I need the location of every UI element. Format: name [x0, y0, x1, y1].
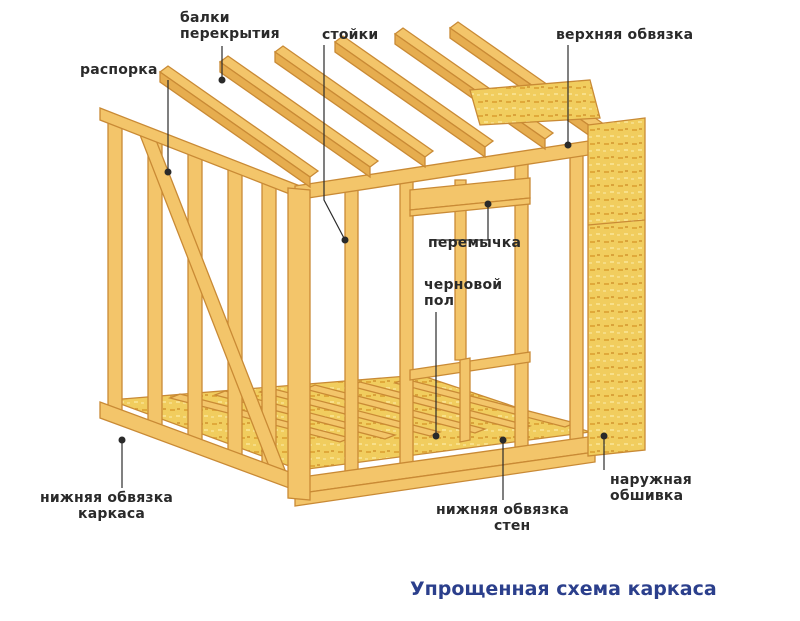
label-wall-sill: нижняя обвязка стен	[436, 502, 569, 534]
cripple-stud	[459, 357, 471, 443]
label-header: перемычка	[428, 235, 522, 251]
front-wall-stud	[399, 171, 414, 472]
label-line: балки	[180, 10, 230, 26]
leader-dot	[499, 436, 507, 444]
corner-post	[287, 187, 311, 501]
label-line: черновой	[424, 277, 503, 293]
label-line: пол	[424, 293, 455, 309]
label-sheathing: наружная обшивка	[610, 472, 692, 504]
leader-dot	[432, 432, 440, 440]
label-line: каркаса	[78, 506, 146, 522]
leader-dot	[164, 168, 172, 176]
front-wall-stud	[569, 145, 584, 449]
leader-dot	[218, 76, 226, 84]
ceiling-sheathing	[469, 79, 601, 126]
label-ceiling-joists: балки перекрытия	[180, 10, 280, 42]
label-line: обшивка	[610, 488, 684, 504]
header-leader	[430, 204, 489, 241]
leader-dot	[341, 236, 349, 244]
ceiling-joist-side	[219, 60, 371, 179]
outer-sheathing	[587, 117, 646, 457]
label-line: наружная	[610, 472, 692, 488]
ceiling-joist-side	[274, 50, 426, 169]
rim-board	[294, 451, 596, 507]
leader-dot	[484, 200, 492, 208]
front-wall-stud	[344, 180, 359, 480]
label-line: стен	[494, 518, 531, 534]
label-line: нижняя обвязка	[436, 502, 570, 518]
label-subfloor: черновой пол	[424, 277, 502, 309]
left-wall-stud	[107, 115, 123, 418]
label-top-plate: верхняя обвязка	[556, 27, 694, 43]
label-brace: распорка	[80, 62, 158, 78]
left-wall-stud	[187, 146, 203, 447]
sheathing-seam	[587, 219, 646, 226]
leader-dot	[600, 432, 608, 440]
left-wall-stud	[227, 162, 243, 462]
label-studs: стойки	[322, 27, 379, 43]
label-line: перекрытия	[180, 26, 280, 42]
label-line: нижняя обвязка	[40, 490, 174, 506]
leader-dot	[564, 141, 572, 149]
ceiling-joist-side	[159, 70, 311, 189]
studs-leader	[323, 45, 346, 241]
label-frame-sill: нижняя обвязка каркаса	[40, 490, 173, 522]
diagram-title: Упрощенная схема каркаса	[410, 578, 717, 600]
ceiling-joist-side	[334, 40, 486, 159]
leader-dot	[118, 436, 126, 444]
